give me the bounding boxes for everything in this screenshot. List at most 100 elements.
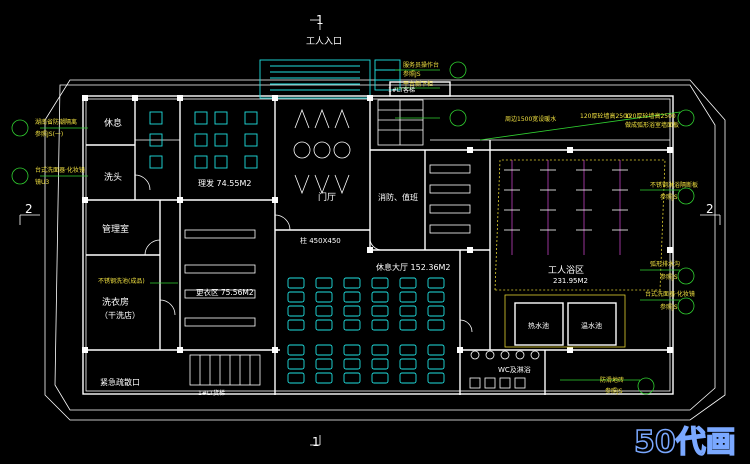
lounge-chair bbox=[371, 372, 389, 384]
column-label: 柱 450X450 bbox=[300, 236, 341, 245]
room-laundry: 洗衣房 bbox=[102, 296, 129, 308]
axis-markers bbox=[19, 19, 721, 446]
lounge-chair bbox=[287, 277, 305, 289]
room-changing: 更衣区 75.56M2 bbox=[196, 287, 254, 297]
lounge-chair bbox=[371, 358, 389, 370]
lounge-chair bbox=[371, 291, 389, 303]
lounge-chair bbox=[427, 305, 445, 317]
note-right-1: 不锈钢淋浴隔断板 bbox=[650, 181, 698, 189]
lobby-seating bbox=[293, 108, 351, 195]
bottom-axis-number: 1 bbox=[312, 435, 320, 449]
lounge-chair bbox=[427, 277, 445, 289]
room-wc: WC及淋浴 bbox=[498, 365, 531, 374]
note-right-3: 弧形排水沟 bbox=[650, 260, 680, 268]
note-bath-3: 120厚砼墙高2500 bbox=[625, 112, 676, 120]
lounge-chair bbox=[315, 291, 333, 303]
lounge-chair bbox=[427, 372, 445, 384]
stair-1 bbox=[377, 99, 424, 146]
barber-stations bbox=[149, 111, 258, 169]
lounge-chair bbox=[315, 358, 333, 370]
room-warm-pool: 温水池 bbox=[581, 321, 602, 330]
note-right-6: 参照JS bbox=[660, 303, 678, 311]
hall-lounge-chairs bbox=[287, 277, 445, 384]
warm-pool bbox=[567, 302, 617, 346]
note-bath-4: 做成弧形浴室墙面板 bbox=[625, 121, 679, 129]
wc-fixtures bbox=[469, 350, 540, 389]
lounge-chair bbox=[315, 277, 333, 289]
lounge-chair bbox=[343, 372, 361, 384]
note-right-2: 参照JS bbox=[660, 193, 678, 201]
lounge-chair bbox=[427, 344, 445, 356]
room-lobby: 门厅 bbox=[318, 191, 336, 203]
lounge-chair bbox=[427, 291, 445, 303]
entrance-label: 工人入口 bbox=[306, 36, 342, 47]
lounge-chair bbox=[343, 344, 361, 356]
lounge-chair bbox=[315, 319, 333, 331]
room-hot-pool: 热水池 bbox=[528, 321, 549, 330]
room-hall: 休息大厅 152.36M2 bbox=[376, 262, 451, 272]
note-bottom-1: 防滑地砖 bbox=[600, 376, 624, 384]
lounge-chair bbox=[399, 277, 417, 289]
lounge-chair bbox=[315, 372, 333, 384]
lounge-chair bbox=[371, 319, 389, 331]
note-top-1: 服务员操作台 bbox=[403, 61, 439, 69]
lounge-chair bbox=[399, 291, 417, 303]
lounge-chair bbox=[287, 305, 305, 317]
note-left-3: 台式洗面器·化妆镜 bbox=[35, 166, 85, 174]
lounge-chair bbox=[287, 319, 305, 331]
lounge-chair bbox=[287, 372, 305, 384]
entrance-axis-number: 1 bbox=[316, 13, 324, 27]
room-laundry-sub: （干洗店） bbox=[100, 310, 140, 320]
lounge-chair bbox=[343, 358, 361, 370]
lounge-chair bbox=[343, 305, 361, 317]
lounge-chair bbox=[427, 319, 445, 331]
note-bath-2: 120厚砼墙高2500 bbox=[580, 112, 631, 120]
lounge-chair bbox=[371, 277, 389, 289]
note-top-3: 平台侧下柜 bbox=[403, 80, 433, 88]
room-manager: 管理室 bbox=[102, 223, 129, 235]
note-bottom-2: 参照JS bbox=[605, 387, 623, 395]
columns bbox=[82, 95, 673, 353]
shower-partitions bbox=[504, 160, 628, 255]
stair-label: 1#LT货梯 bbox=[198, 389, 225, 397]
lounge-chair bbox=[399, 305, 417, 317]
laundry-tag: 不锈钢洗池(成品) bbox=[98, 277, 145, 285]
doors bbox=[134, 174, 473, 333]
lounge-chair bbox=[315, 344, 333, 356]
lounge-chair bbox=[343, 277, 361, 289]
lounge-chair bbox=[371, 305, 389, 317]
room-bath: 工人浴区 bbox=[548, 265, 584, 276]
left-axis-number: 2 bbox=[25, 202, 33, 216]
room-barber: 理发 74.55M2 bbox=[198, 178, 251, 188]
lounge-chair bbox=[343, 291, 361, 303]
note-bath-1: 周边1500宽设暖水 bbox=[505, 115, 556, 123]
emergency-exit-label: 紧急疏散口 bbox=[100, 377, 140, 387]
lounge-chair bbox=[287, 344, 305, 356]
room-wash: 洗头 bbox=[104, 171, 122, 183]
room-fire-control: 消防、值班 bbox=[378, 192, 418, 202]
annotation-leaders bbox=[11, 61, 695, 395]
lounge-chair bbox=[343, 319, 361, 331]
lockers bbox=[184, 164, 471, 327]
lounge-chair bbox=[399, 372, 417, 384]
terrace-outline bbox=[54, 84, 716, 411]
lounge-chair bbox=[399, 319, 417, 331]
room-rest: 休息 bbox=[104, 117, 122, 129]
right-axis-number: 2 bbox=[706, 202, 714, 216]
note-right-5: 台式洗面器·化妆镜 bbox=[645, 290, 695, 298]
stair-2 bbox=[189, 354, 261, 386]
hot-pool bbox=[514, 302, 564, 346]
building-outline bbox=[82, 95, 674, 395]
note-left-4: 镜U3 bbox=[35, 178, 49, 186]
lounge-chair bbox=[287, 291, 305, 303]
elevator-label: 1#LT客梯 bbox=[388, 86, 415, 94]
note-left-1: 湖南省防潮隔离 bbox=[35, 118, 77, 126]
lounge-chair bbox=[315, 305, 333, 317]
lounge-chair bbox=[427, 358, 445, 370]
entrance-canopy bbox=[259, 59, 371, 99]
lounge-chair bbox=[399, 358, 417, 370]
lounge-chair bbox=[371, 344, 389, 356]
watermark-logo: 50代画 bbox=[633, 424, 736, 460]
note-top-2: 参照JS bbox=[403, 70, 421, 78]
